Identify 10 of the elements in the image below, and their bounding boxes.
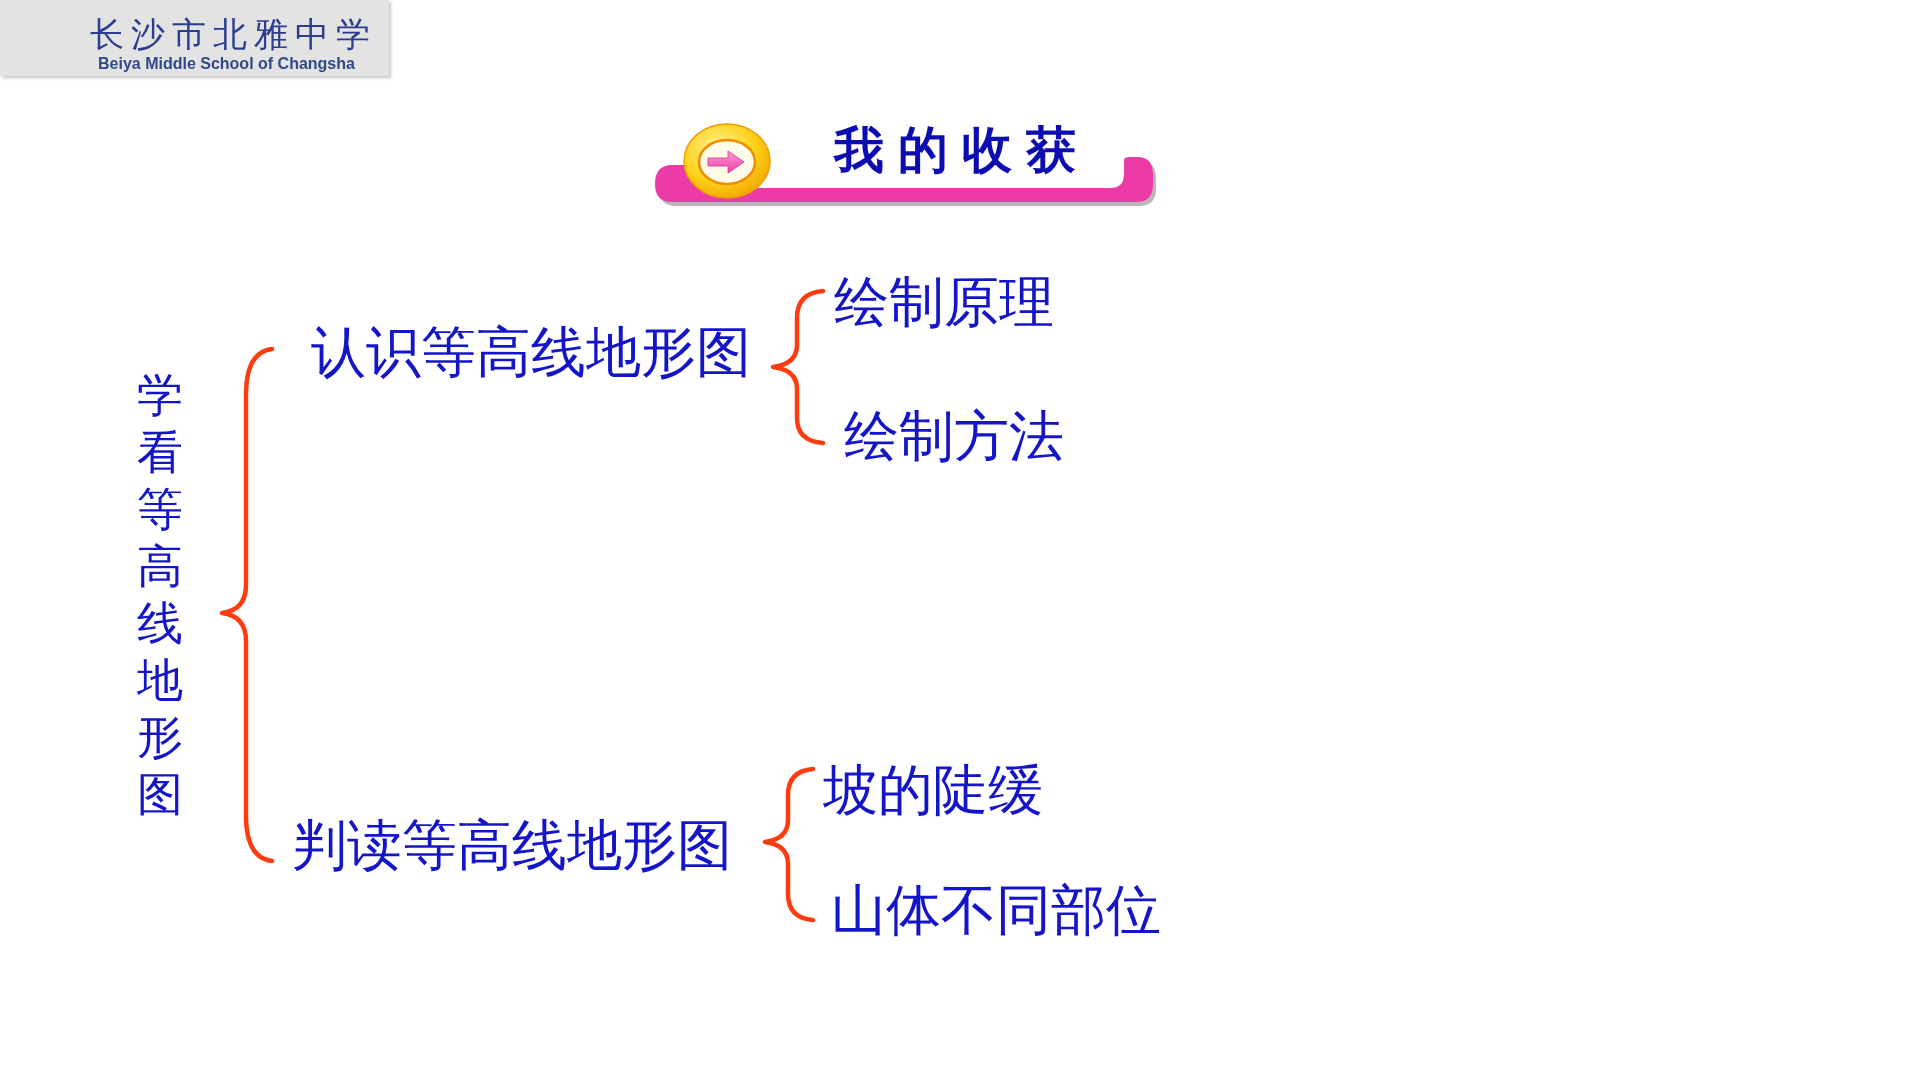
topic-label: 认识等高线地形图 bbox=[311, 322, 751, 382]
topic-label: 坡的陡缓 bbox=[823, 760, 1043, 820]
title: 我的收获 bbox=[834, 122, 1090, 178]
topic-label: 山体不同部位 bbox=[831, 880, 1161, 940]
school-name: Beiya Middle School of Changsha bbox=[98, 54, 355, 73]
topic-label: 绘制方法 bbox=[844, 406, 1064, 466]
topic-label: 绘制原理 bbox=[834, 272, 1054, 332]
topic-label: 判读等高线地形图 bbox=[292, 815, 732, 875]
topic-label: 学看等高线地形图 bbox=[137, 367, 183, 823]
school-name: 长沙市北雅中学 bbox=[90, 14, 377, 54]
